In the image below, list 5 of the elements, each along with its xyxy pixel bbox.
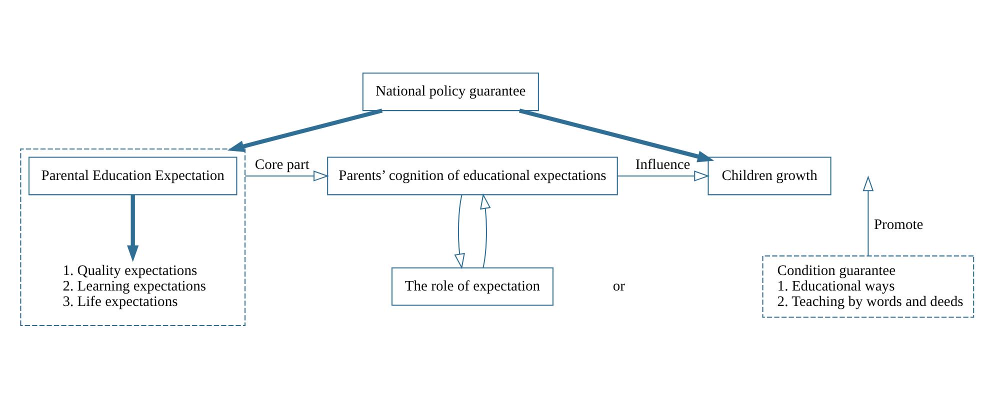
- edge-label: Promote: [874, 216, 924, 233]
- node-text: 1. Quality expectations 2. Learning expectations 3. Life expectations: [62, 262, 206, 310]
- edge-label: Core part: [254, 156, 310, 172]
- edge-label: Influence: [635, 156, 690, 172]
- label: or: [612, 278, 625, 294]
